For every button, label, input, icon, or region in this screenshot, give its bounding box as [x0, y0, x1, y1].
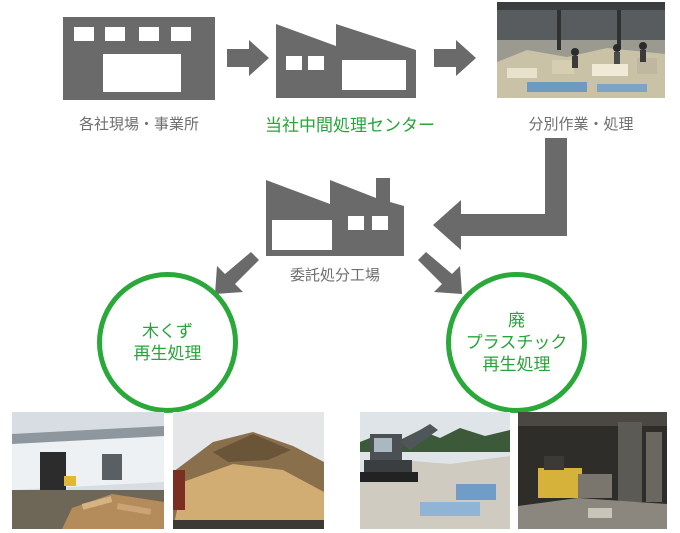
factory-icon — [276, 24, 416, 98]
sites-label: 各社現場・事業所 — [78, 115, 199, 133]
sorting-label: 分別作業・処理 — [528, 115, 634, 133]
wood-recycling-circle: 木くず 再生処理 — [97, 272, 238, 413]
sorting-facility-photo — [497, 2, 665, 98]
arrow-right-icon — [227, 40, 269, 76]
excavator-plastic-photo — [360, 412, 510, 529]
plastic-line-3: 再生処理 — [482, 354, 551, 375]
wood-chip-pile-photo — [173, 412, 324, 529]
outsourced-label: 委託処分工場 — [289, 266, 380, 284]
wood-warehouse-photo — [12, 412, 164, 529]
factory-icon — [266, 178, 404, 256]
plastic-recycling-circle: 廃 プラスチック 再生処理 — [446, 272, 587, 413]
wood-line-1: 木くず — [142, 321, 193, 342]
arrow-down-left-icon — [215, 252, 259, 294]
building-icon — [63, 17, 215, 100]
arrow-down-right-icon — [418, 252, 462, 294]
plastic-line-2: プラスチック — [465, 332, 568, 353]
arrow-right-icon — [434, 40, 476, 76]
wood-line-2: 再生処理 — [133, 343, 202, 364]
arrow-down-left-icon — [433, 138, 567, 250]
center-label: 当社中間処理センター — [265, 116, 435, 136]
plastic-line-1: 廃 — [508, 310, 525, 331]
plastic-plant-photo — [518, 412, 667, 529]
